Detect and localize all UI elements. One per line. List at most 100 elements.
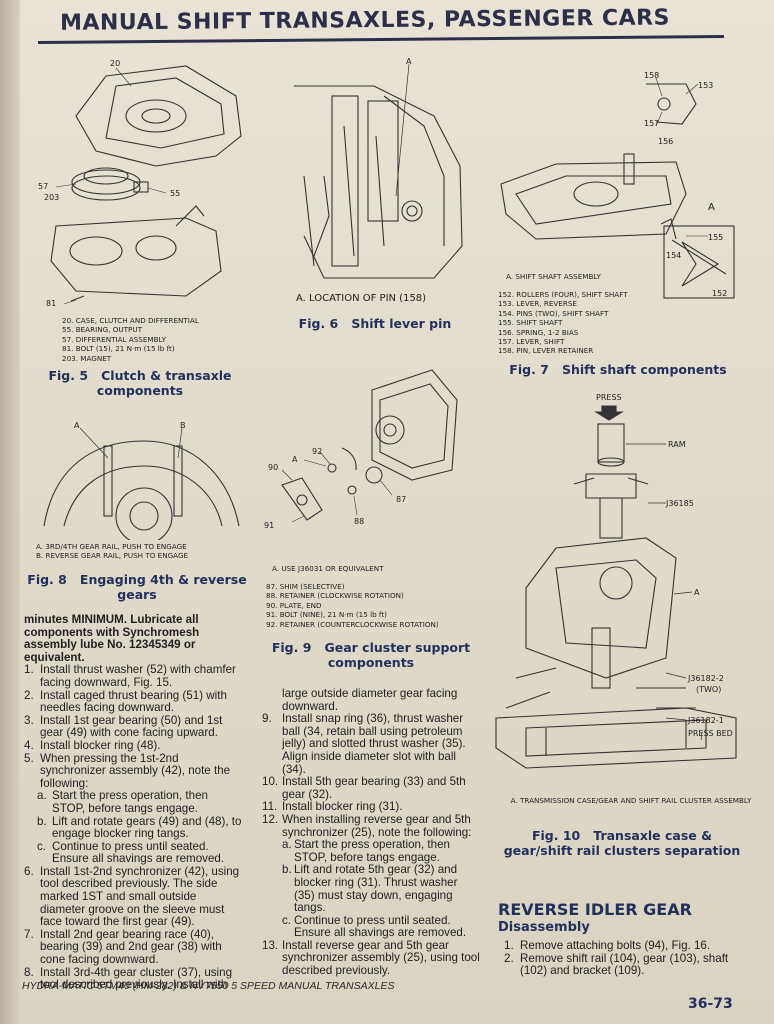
page-title: MANUAL SHIFT TRANSAXLES, PASSENGER CARS <box>59 5 671 36</box>
fig7-caption: Fig. 7 Shift shaft components <box>500 362 736 377</box>
fig7-legend: 152. ROLLERS (FOUR), SHIFT SHAFT 153. LE… <box>498 290 628 356</box>
fig8-callout: A <box>74 421 80 430</box>
page-number: 36-73 <box>688 996 733 1012</box>
list-item: 4.Install blocker ring (48). <box>24 738 161 752</box>
fig6-caption: Fig. 6 Shift lever pin <box>290 316 460 331</box>
legend-item: B. REVERSE GEAR RAIL, PUSH TO ENGAGE <box>36 551 189 561</box>
fig9-legend-title: A. USE J36031 OR EQUIVALENT <box>272 564 384 573</box>
intro-paragraph: minutes MINIMUM. Lubricate all component… <box>24 613 200 664</box>
header-rule <box>37 35 724 44</box>
fig5-illustration: 20 57 203 55 81 <box>36 56 246 311</box>
fig9-callout: 87 <box>396 495 406 504</box>
list-item: 2.Remove shift rail (104), gear (103), s… <box>504 951 729 978</box>
list-item: 11.Install blocker ring (31). <box>262 800 403 814</box>
list-item: 13.Install reverse gear and 5th gear syn… <box>262 938 480 978</box>
legend-item: 91. BOLT (NINE), 21 N·m (15 lb ft) <box>266 610 387 620</box>
fig6-callout: A <box>406 57 412 66</box>
fig10-callout: J36182-1 <box>687 716 724 725</box>
column-3-text: 1.Remove attaching bolts (94), Fig. 16. … <box>504 939 740 978</box>
continued-text: large outside diameter gear facing downw… <box>282 687 458 713</box>
fig7-caption-number: Fig. 7 <box>509 362 549 377</box>
list-item: 1.Install thrust washer (52) with chamfe… <box>24 663 236 689</box>
list-item: 5.When pressing the 1st-2nd synchronizer… <box>24 751 231 790</box>
fig8-caption: Fig. 8 Engaging 4th & reverse gears <box>24 572 250 602</box>
legend-item: 155. SHIFT SHAFT <box>498 318 563 328</box>
fig8-caption-text: Engaging 4th & reverse gears <box>79 572 247 602</box>
column-2-text: large outside diameter gear facing downw… <box>262 687 480 978</box>
fig9-caption-text: Gear cluster support components <box>324 640 471 670</box>
page-binding <box>0 0 20 1024</box>
fig5-callout: 81 <box>46 299 56 308</box>
fig7-callout: 152 <box>712 289 727 298</box>
fig5-callout: 57 <box>38 182 48 191</box>
fig5-callout: 20 <box>110 59 120 68</box>
fig9-callout: 90 <box>268 463 278 472</box>
legend-item: 88. RETAINER (CLOCKWISE ROTATION) <box>266 591 404 601</box>
column-1-text: minutes MINIMUM. Lubricate all component… <box>24 613 244 992</box>
list-item: 10.Install 5th gear bearing (33) and 5th… <box>262 775 466 801</box>
fig10-callout: PRESS <box>596 393 622 402</box>
fig9-caption: Fig. 9 Gear cluster support components <box>266 640 476 670</box>
legend-item: 158. PIN, LEVER RETAINER <box>498 346 594 356</box>
fig10-illustration: PRESS RAM J36185 A J36182-2 (TWO) J36182… <box>486 388 746 794</box>
fig9-callout: A <box>292 455 298 464</box>
fig8-callout: B <box>180 421 186 430</box>
legend-item: 152. ROLLERS (FOUR), SHIFT SHAFT <box>498 290 628 299</box>
sub-list-item: c.Continue to press until seated. Ensure… <box>282 913 467 940</box>
fig10-caption-number: Fig. 10 <box>531 828 581 843</box>
fig7-illustration: 158 153 157 156 A 155 154 152 <box>496 64 736 300</box>
legend-item: 156. SPRING, 1-2 BIAS <box>498 327 579 337</box>
fig7-callout: 154 <box>666 251 681 260</box>
fig5-caption: Fig. 5 Clutch & transaxle components <box>40 368 240 398</box>
legend-item: 55. BEARING, OUTPUT <box>62 325 143 335</box>
legend-item: 90. PLATE, END <box>266 600 322 610</box>
fig10-callout: RAM <box>668 440 686 449</box>
fig10-callout: (TWO) <box>696 685 721 694</box>
running-footer: HYDRA-MATIC 5TM40 (HM-282) & NVT550 5 SP… <box>22 980 395 992</box>
fig10-callout: PRESS BED <box>688 729 733 738</box>
fig9-legend: 87. SHIM (SELECTIVE) 88. RETAINER (CLOCK… <box>266 582 439 629</box>
sub-list-item: c.Continue to press until seated. Ensure… <box>37 839 225 866</box>
legend-item: 81. BOLT (15), 21 N·m (15 lb ft) <box>62 344 175 354</box>
legend-item: 20. CASE, CLUTCH AND DIFFERENTIAL <box>62 316 199 325</box>
list-item: 8.Install 3rd-4th gear cluster (37), usi… <box>24 965 233 992</box>
fig5-caption-text: Clutch & transaxle components <box>96 368 232 398</box>
legend-item: 57. DIFFERENTIAL ASSEMBLY <box>62 334 166 344</box>
fig6-illustration: A <box>284 56 470 286</box>
fig8-illustration: A B <box>34 416 244 540</box>
fig9-callout: 88 <box>354 517 364 526</box>
fig5-callout: 55 <box>170 189 180 198</box>
fig6-caption-text: Shift lever pin <box>351 316 452 331</box>
fig10-caption: Fig. 10 Transaxle case & gear/shift rail… <box>500 828 744 858</box>
fig7-callout: 157 <box>644 119 659 128</box>
list-item: 9.Install snap ring (36), thrust washer … <box>262 712 466 776</box>
legend-item: 154. PINS (TWO), SHIFT SHAFT <box>498 308 609 318</box>
fig5-callout: 203 <box>44 193 59 202</box>
fig8-legend: A. 3RD/4TH GEAR RAIL, PUSH TO ENGAGE B. … <box>36 542 188 561</box>
fig7-caption-text: Shift shaft components <box>561 362 727 377</box>
legend-item: 153. LEVER, REVERSE <box>498 299 577 309</box>
list-item: 7.Install 2nd gear bearing race (40), be… <box>24 927 222 967</box>
legend-item: 203. MAGNET <box>62 353 112 363</box>
legend-item: 87. SHIM (SELECTIVE) <box>266 582 345 591</box>
legend-item: 157. LEVER, SHIFT <box>498 337 565 347</box>
fig8-caption-number: Fig. 8 <box>27 572 67 587</box>
fig7-callout: A <box>708 202 715 213</box>
fig9-callout: 92 <box>312 447 322 456</box>
fig9-caption-number: Fig. 9 <box>271 640 312 655</box>
fig7-callout: 158 <box>644 71 659 80</box>
sub-list-item: a.Start the press operation, then STOP, … <box>282 838 450 864</box>
fig10-caption-text: Transaxle case & gear/shift rail cluster… <box>503 828 741 858</box>
list-item: 6.Install 1st-2nd synchronizer (42), usi… <box>24 864 240 929</box>
fig9-illustration: 92 A 90 87 91 88 <box>262 360 462 540</box>
list-item: 2.Install caged thrust bearing (51) with… <box>24 688 227 715</box>
fig10-callout: A <box>694 588 700 597</box>
section-heading: REVERSE IDLER GEAR <box>498 900 692 919</box>
fig5-legend: 20. CASE, CLUTCH AND DIFFERENTIAL 55. BE… <box>62 316 199 363</box>
sub-list-item: b.Lift and rotate 5th gear (32) and bloc… <box>282 863 458 915</box>
fig5-caption-number: Fig. 5 <box>48 368 89 383</box>
fig7-callout: 155 <box>708 233 723 242</box>
fig9-callout: 91 <box>264 521 274 530</box>
sub-list-item: a.Start the press operation, then STOP, … <box>37 789 208 815</box>
